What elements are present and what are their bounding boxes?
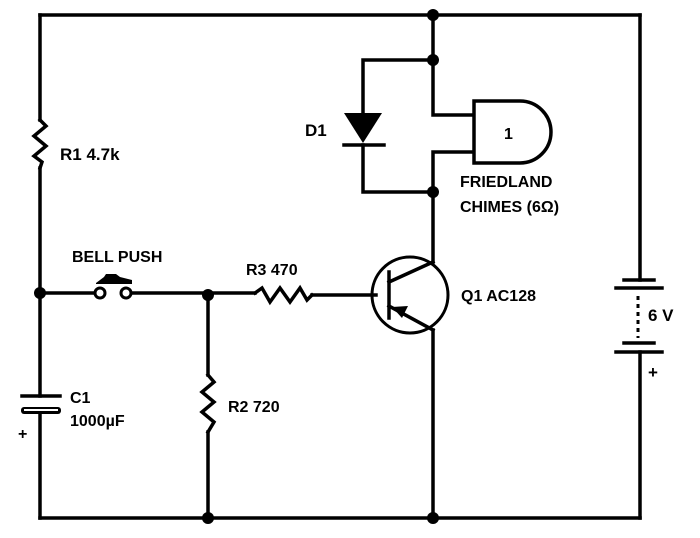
- capacitor-c1-ref-label: C1: [70, 390, 91, 407]
- chime-number: 1: [504, 126, 513, 143]
- battery-label: 6 V: [648, 306, 674, 325]
- diode-d1-label: D1: [305, 121, 327, 140]
- transistor-q1-collector: [386, 259, 436, 285]
- wire-diode-bottom: [361, 143, 435, 194]
- resistor-r1: R1 4.7k: [31, 117, 120, 171]
- resistor-r3-symbol: [252, 284, 315, 306]
- resistor-r3: R3 470: [246, 262, 315, 306]
- resistor-r2-label: R2 720: [228, 399, 280, 416]
- junctions: [34, 9, 439, 524]
- chime-label-line2: CHIMES (6Ω): [460, 199, 559, 216]
- resistor-r1-symbol: [31, 117, 49, 171]
- transistor-q1-envelope: [370, 255, 450, 335]
- diode-d1-triangle: [344, 113, 382, 143]
- wire-chime-return: [431, 150, 475, 264]
- chime-bell-symbol: [472, 99, 553, 165]
- transistor-q1-label: Q1 AC128: [461, 288, 536, 305]
- wires: [38, 13, 642, 520]
- switch-contact-left: [93, 286, 107, 300]
- junction-dot: [427, 186, 439, 198]
- junction-dot: [34, 287, 46, 299]
- resistor-r1-label: R1 4.7k: [60, 145, 120, 164]
- wire-diode-top: [361, 58, 435, 117]
- switch-contact-right: [119, 286, 133, 300]
- capacitor-c1-value-label: 1000µF: [70, 413, 125, 430]
- junction-dot: [202, 512, 214, 524]
- capacitor-c1-polarity: +: [18, 426, 27, 443]
- transistor-q1-emitter-arrow: [392, 306, 408, 318]
- battery-6v: 6 V +: [614, 278, 674, 382]
- resistor-r3-label: R3 470: [246, 262, 298, 279]
- chime-label-line1: FRIEDLAND: [460, 174, 552, 191]
- junction-dot: [427, 54, 439, 66]
- junction-dot: [427, 512, 439, 524]
- battery-polarity: +: [648, 363, 658, 382]
- junction-dot: [202, 289, 214, 301]
- diode-d1: D1: [305, 113, 386, 147]
- resistor-r2-symbol: [199, 372, 217, 435]
- bell-push-label: BELL PUSH: [72, 249, 162, 266]
- capacitor-c1: + C1 1000µF: [18, 390, 125, 443]
- switch-push-button: [96, 274, 132, 284]
- transistor-q1: Q1 AC128: [370, 255, 536, 335]
- wire-collector-up: [431, 13, 475, 117]
- bell-push-switch: BELL PUSH: [72, 249, 162, 300]
- chime-bell: 1 FRIEDLAND CHIMES (6Ω): [460, 99, 559, 216]
- junction-dot: [427, 9, 439, 21]
- resistor-r2: R2 720: [199, 372, 280, 435]
- capacitor-c1-plate-bottom-hollow: [24, 409, 58, 411]
